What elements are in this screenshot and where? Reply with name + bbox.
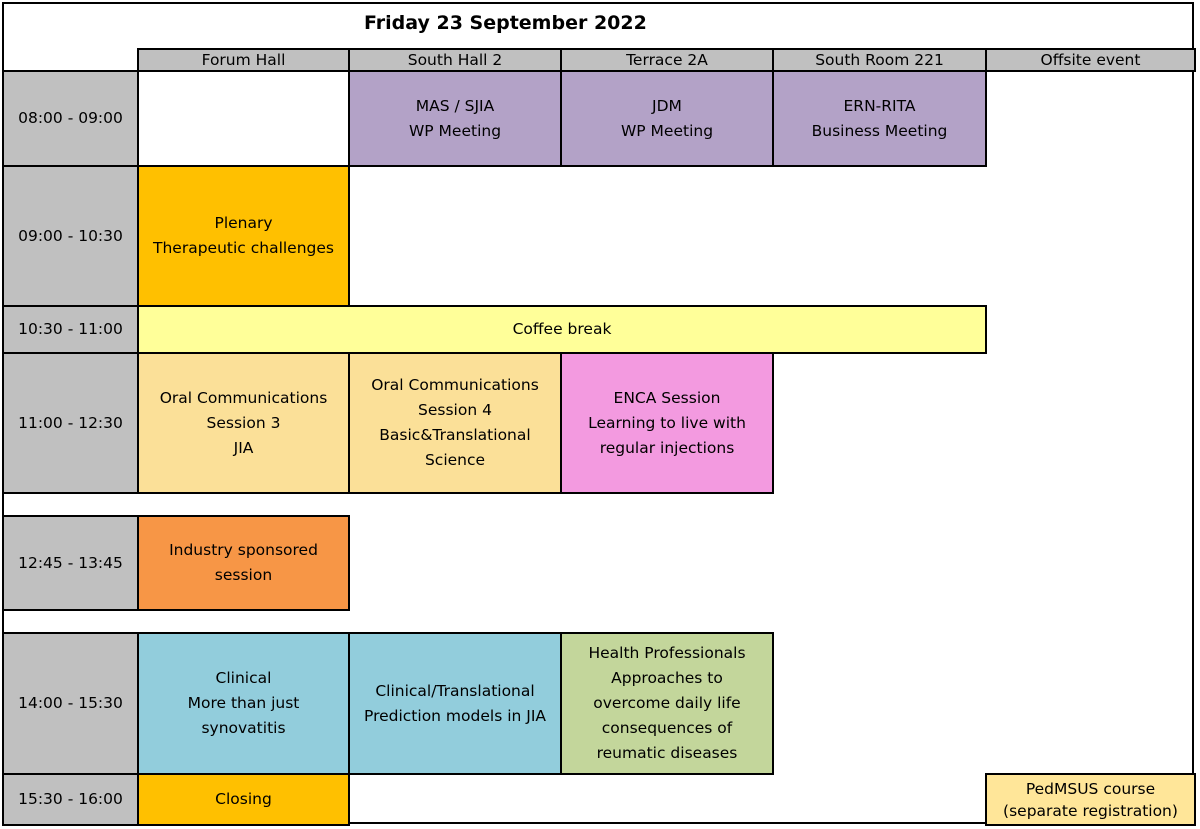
column-header-label: South Hall 2	[407, 51, 503, 69]
session-clinical-translational: Clinical/Translational Prediction models…	[348, 632, 562, 775]
session-label: Coffee break	[512, 320, 612, 338]
session-health-professionals: Health Professionals Approaches to overc…	[560, 632, 774, 775]
session-coffee-break: Coffee break	[137, 305, 987, 354]
session-clinical: Clinical More than just synovatitis	[137, 632, 350, 775]
session-pedmsus-course: PedMSUS course (separate registration)	[985, 773, 1196, 826]
session-label: ENCA Session Learning to live with regul…	[588, 388, 746, 457]
column-header-label: Terrace 2A	[626, 51, 708, 69]
column-header-label: Forum Hall	[201, 51, 286, 69]
session-label: ERN-RITA Business Meeting	[811, 96, 948, 140]
session-label: Oral Communications Session 4 Basic&Tran…	[371, 376, 539, 469]
session-plenary: Plenary Therapeutic challenges	[137, 165, 350, 307]
time-label: 14:00 - 15:30	[18, 694, 123, 712]
session-label: JDM WP Meeting	[620, 96, 714, 140]
column-header-forum-hall: Forum Hall	[137, 48, 350, 72]
session-label: Health Professionals Approaches to overc…	[588, 644, 746, 762]
session-closing: Closing	[137, 773, 350, 826]
column-header-label: Offsite event	[1040, 51, 1141, 69]
session-label: Closing	[215, 790, 272, 808]
session-label: Oral Communications Session 3 JIA	[159, 388, 328, 457]
time-slot-0900: 09:00 - 10:30	[2, 165, 139, 307]
time-label: 10:30 - 11:00	[18, 320, 123, 338]
time-label: 12:45 - 13:45	[18, 553, 123, 572]
column-header-south-room-221: South Room 221	[772, 48, 987, 72]
time-slot-1100: 11:00 - 12:30	[2, 352, 139, 494]
schedule-title: Friday 23 September 2022	[364, 12, 647, 34]
column-header-offsite-event: Offsite event	[985, 48, 1196, 72]
session-mas-sjia: MAS / SJIA WP Meeting	[348, 70, 562, 167]
time-label: 08:00 - 09:00	[18, 109, 123, 127]
time-slot-1530: 15:30 - 16:00	[2, 773, 139, 826]
time-label: 11:00 - 12:30	[18, 413, 123, 432]
session-label: PedMSUS course (separate registration)	[1003, 779, 1178, 820]
session-label: Industry sponsored session	[169, 541, 318, 584]
column-header-terrace-2a: Terrace 2A	[560, 48, 774, 72]
session-enca: ENCA Session Learning to live with regul…	[560, 352, 774, 494]
session-label: Clinical More than just synovatitis	[187, 669, 300, 737]
session-ern-rita: ERN-RITA Business Meeting	[772, 70, 987, 167]
session-jdm: JDM WP Meeting	[560, 70, 774, 167]
session-industry-sponsored: Industry sponsored session	[137, 515, 350, 611]
time-slot-0800: 08:00 - 09:00	[2, 70, 139, 167]
time-slot-1245: 12:45 - 13:45	[2, 515, 139, 611]
session-label: Clinical/Translational Prediction models…	[364, 681, 546, 725]
column-header-label: South Room 221	[815, 51, 944, 69]
column-header-south-hall-2: South Hall 2	[348, 48, 562, 72]
time-slot-1400: 14:00 - 15:30	[2, 632, 139, 775]
session-label: MAS / SJIA WP Meeting	[408, 96, 502, 140]
session-oral-communications-3: Oral Communications Session 3 JIA	[137, 352, 350, 494]
session-label: Plenary Therapeutic challenges	[153, 214, 334, 257]
time-label: 15:30 - 16:00	[18, 790, 123, 808]
time-label: 09:00 - 10:30	[18, 226, 123, 245]
session-oral-communications-4: Oral Communications Session 4 Basic&Tran…	[348, 352, 562, 494]
time-slot-1030: 10:30 - 11:00	[2, 305, 139, 354]
